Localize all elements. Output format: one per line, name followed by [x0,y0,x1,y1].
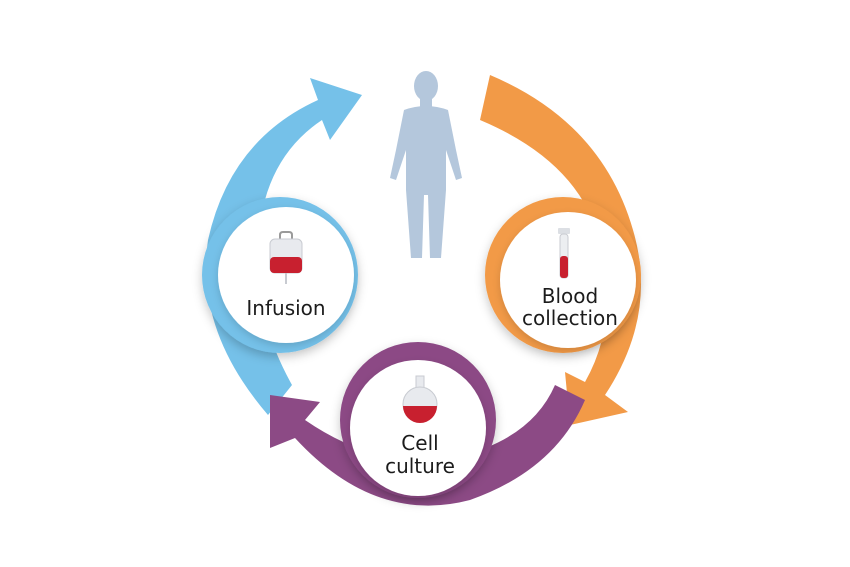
iv-bag-icon [269,231,303,284]
label-culture-line1: Cell [401,431,438,455]
node-blood-collection: Blood collection [485,197,641,353]
arrow-patient-to-blood [480,75,642,425]
arrow-blood-to-culture [270,385,585,506]
label-infusion: Infusion [246,296,325,320]
test-tube-icon [558,228,570,279]
flask-icon [402,375,438,423]
human-silhouette-icon [390,71,462,258]
node-infusion: Infusion [202,197,358,353]
label-blood-line2: collection [522,306,618,330]
node-cell-culture: Cell culture [340,342,496,498]
label-blood-line1: Blood [542,284,598,308]
label-culture-line2: culture [385,454,455,478]
